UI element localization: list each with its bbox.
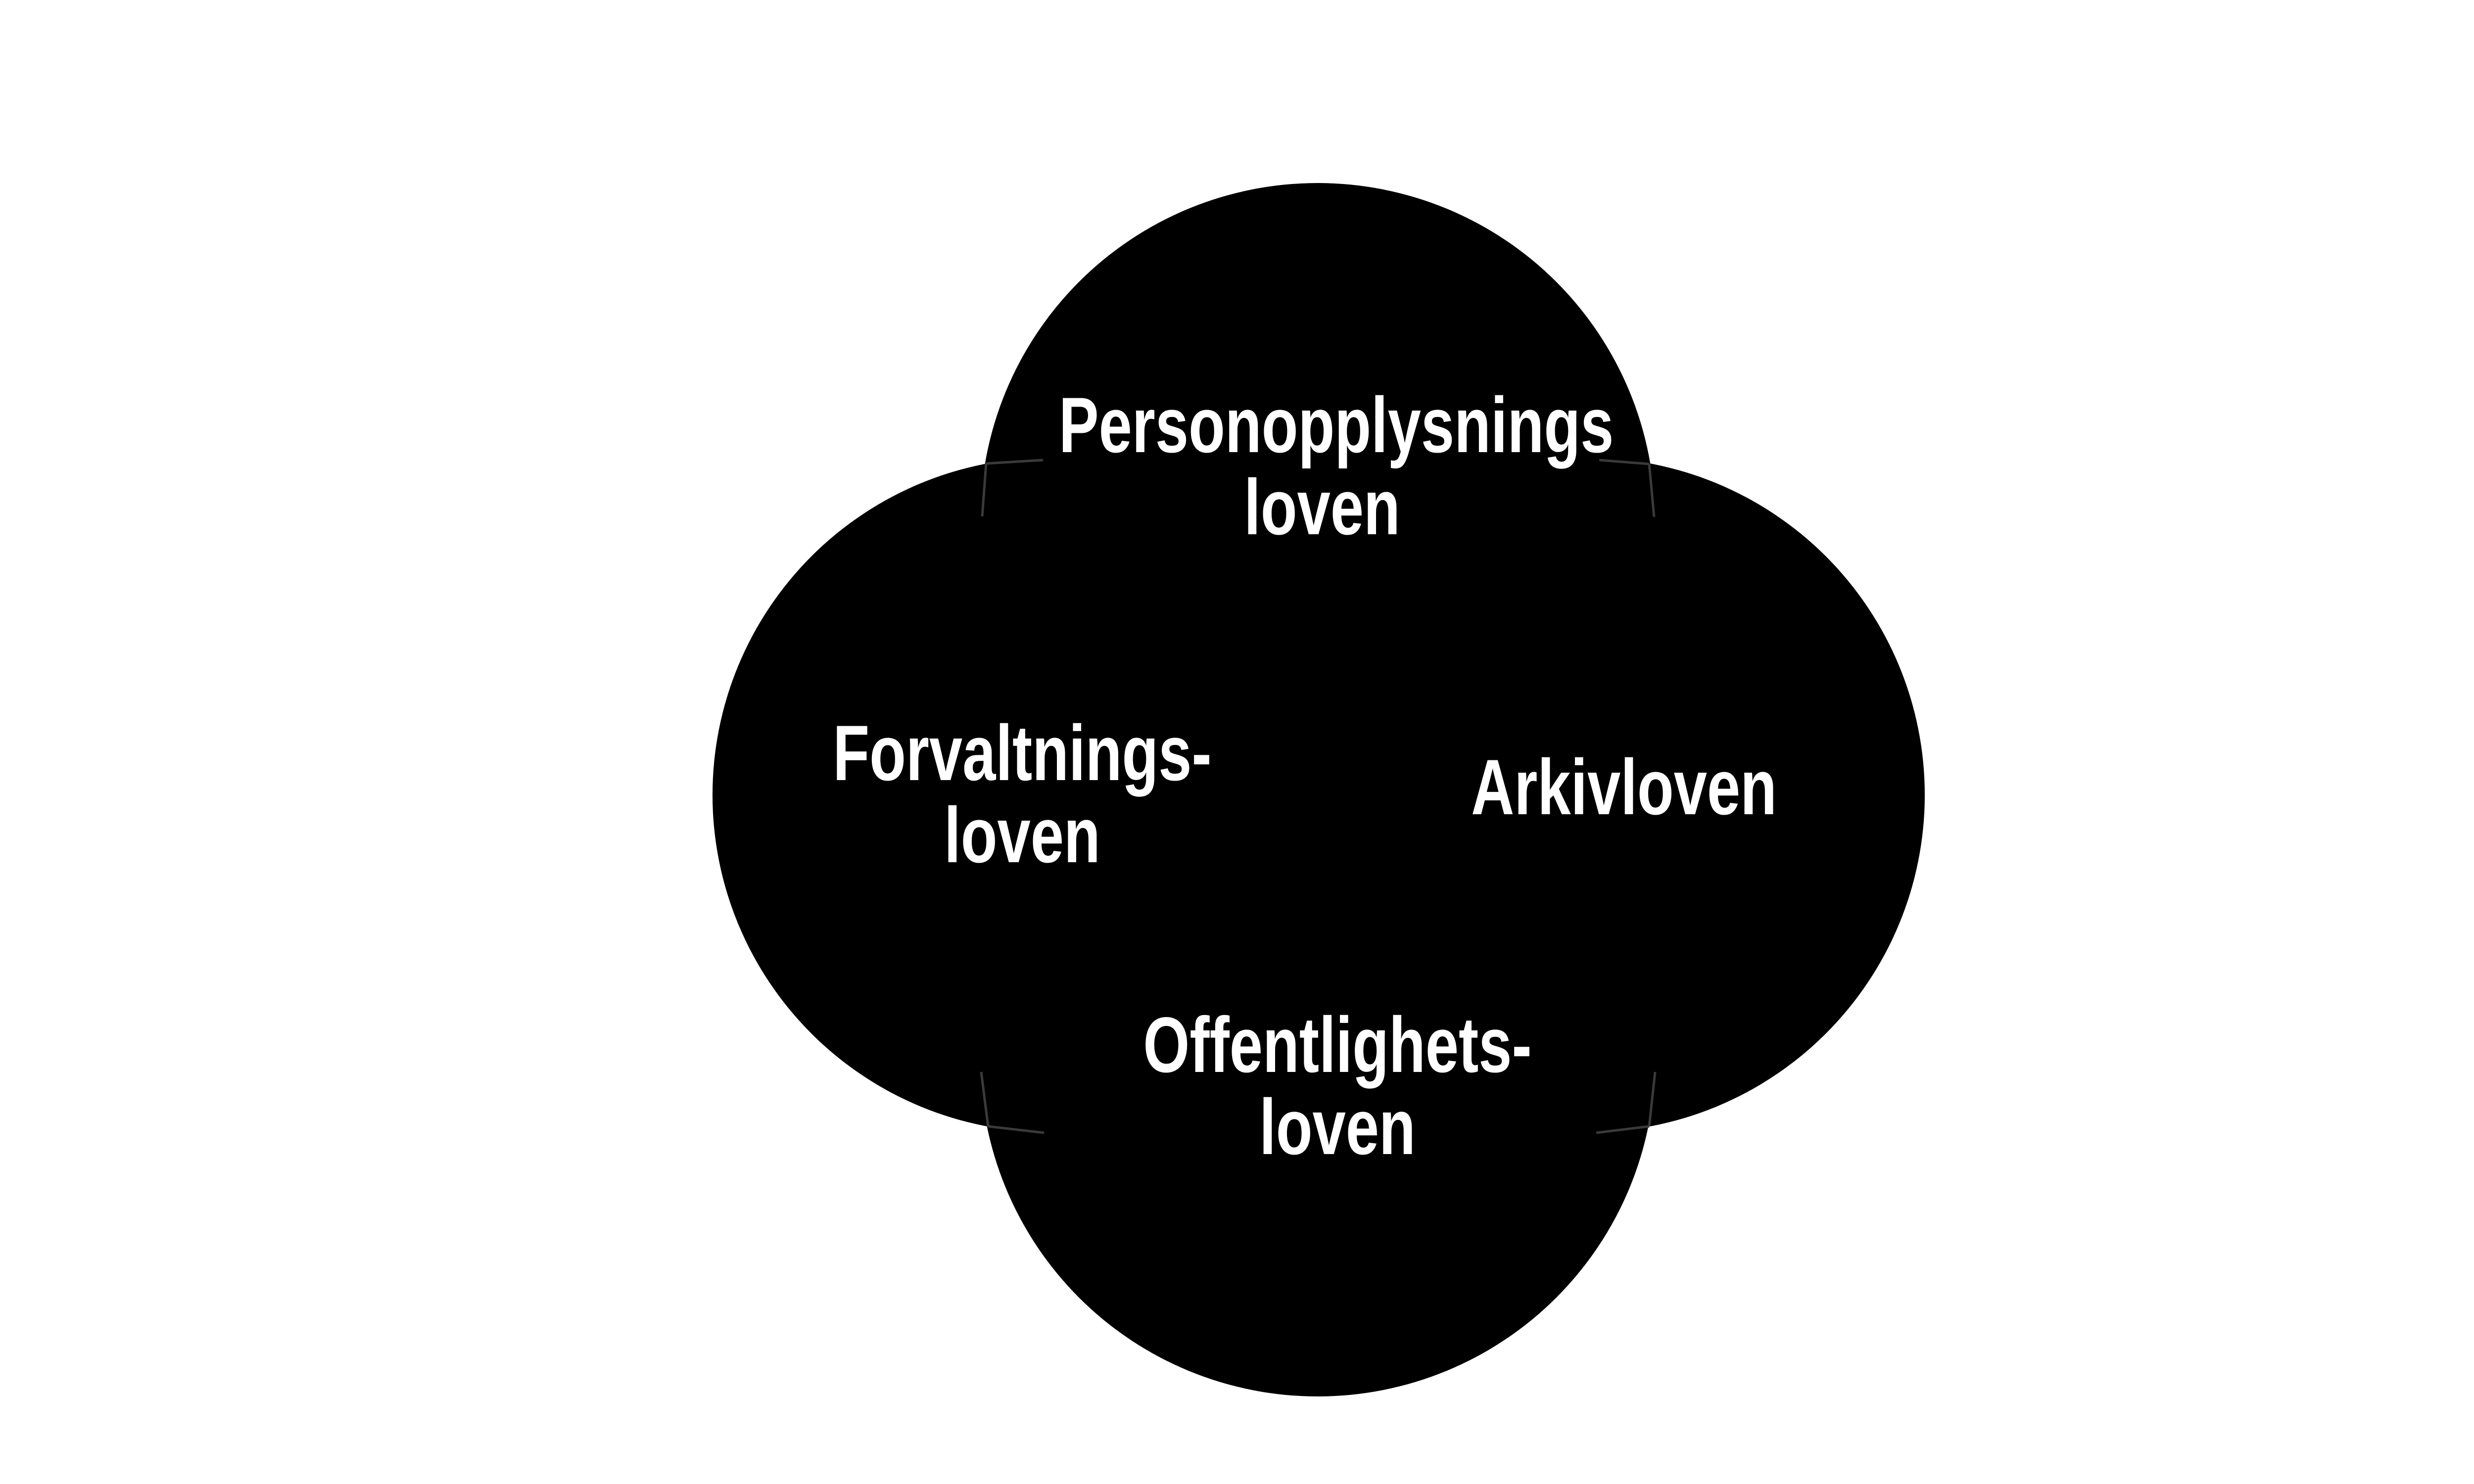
seam-lines <box>980 459 1657 1134</box>
seam-top-right <box>1599 459 1656 517</box>
label-forvaltningsloven: Forvaltnings- loven <box>759 712 1285 876</box>
label-line: Offentlighets- <box>1143 1001 1532 1089</box>
label-line: loven <box>1244 463 1400 551</box>
seam-bottom-left <box>980 1071 1045 1134</box>
label-line: Arkivloven <box>1471 743 1777 831</box>
label-arkivloven: Arkivloven <box>1361 746 1887 828</box>
label-line: Forvaltnings- <box>833 709 1212 797</box>
label-line: loven <box>944 791 1100 879</box>
circle-offentlighetsloven <box>980 722 1655 1396</box>
label-line: Personopplysnings <box>1059 381 1614 469</box>
label-personopplysningsloven: Personopplysnings loven <box>1059 381 1614 551</box>
label-line: loven <box>1259 1083 1416 1171</box>
seam-top-left <box>981 459 1044 517</box>
seam-bottom-right <box>1596 1071 1657 1134</box>
label-offentlighetsloven: Offentlighets- loven <box>1074 1004 1601 1168</box>
